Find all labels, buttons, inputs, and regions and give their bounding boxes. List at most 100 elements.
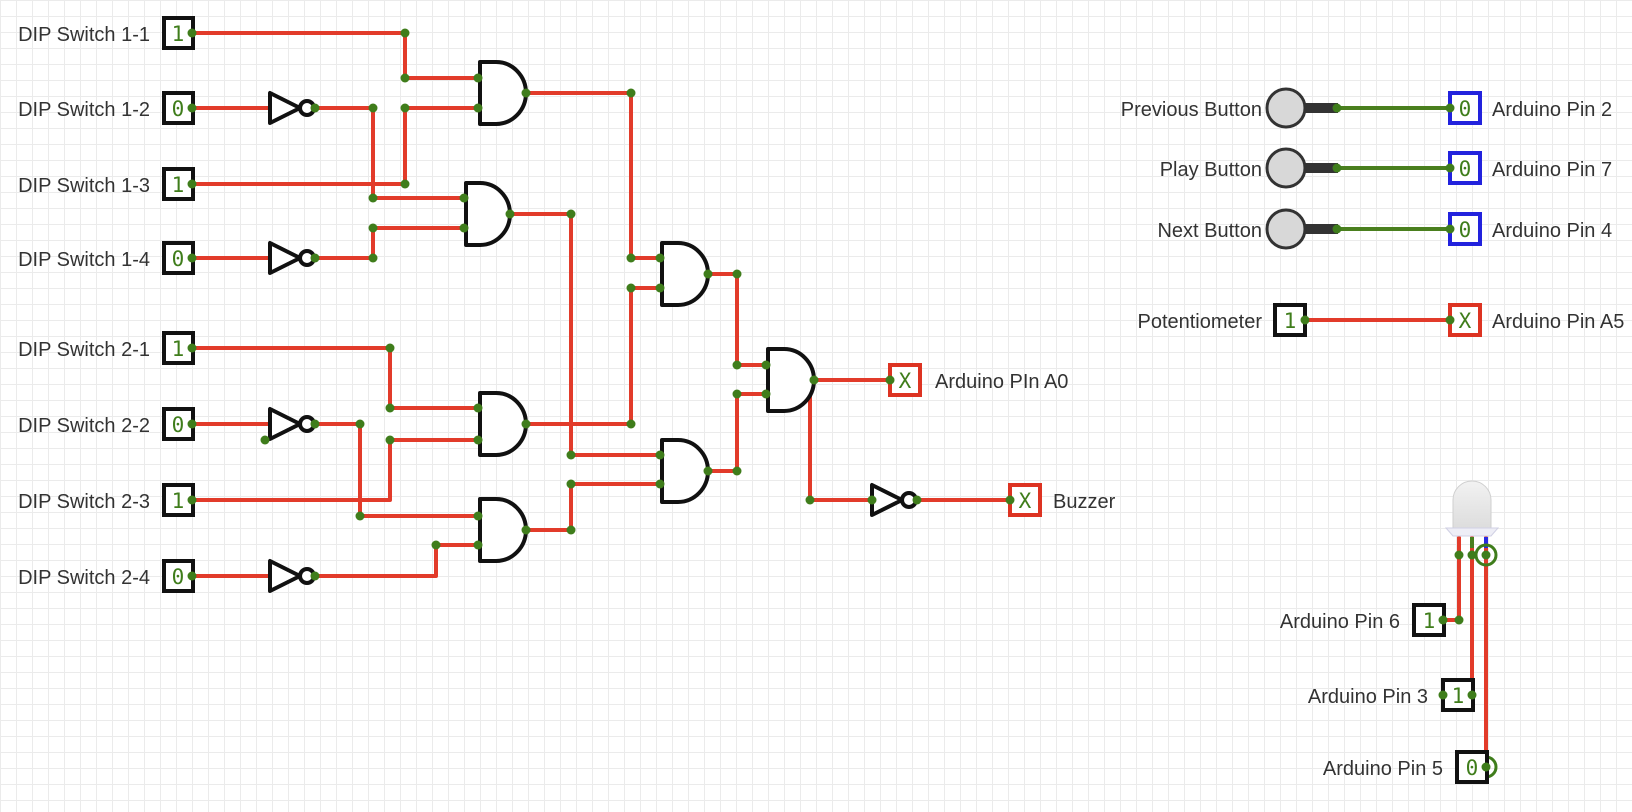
potentiometer-input[interactable]: 1: [1273, 303, 1307, 337]
pin-dot[interactable]: [400, 73, 410, 83]
wire[interactable]: [524, 286, 662, 426]
wire[interactable]: [508, 212, 662, 457]
pin-dot[interactable]: [187, 179, 197, 189]
pin-dot[interactable]: [385, 435, 395, 445]
push-button[interactable]: [1265, 87, 1338, 129]
pin-dot[interactable]: [368, 103, 378, 113]
pin-dot[interactable]: [473, 73, 483, 83]
pin-dot[interactable]: [1445, 315, 1455, 325]
pin-dot[interactable]: [187, 103, 197, 113]
pin-dot[interactable]: [1445, 224, 1455, 234]
pin-dot[interactable]: [703, 466, 713, 476]
pin-dot[interactable]: [355, 511, 365, 521]
wire[interactable]: [313, 106, 466, 200]
pin-dot[interactable]: [473, 403, 483, 413]
pin-dot[interactable]: [473, 435, 483, 445]
wire[interactable]: [190, 106, 480, 186]
pin-dot[interactable]: [310, 253, 320, 263]
pin-dot[interactable]: [187, 419, 197, 429]
push-button[interactable]: [1265, 147, 1338, 189]
wire[interactable]: [313, 543, 480, 578]
pin-dot[interactable]: [1005, 495, 1015, 505]
pin-dot[interactable]: [1445, 103, 1455, 113]
pin-dot[interactable]: [310, 419, 320, 429]
pin-dot[interactable]: [1332, 163, 1342, 173]
and-gate[interactable]: [660, 241, 710, 307]
wire[interactable]: [190, 438, 480, 502]
wire[interactable]: [706, 272, 768, 367]
pin-dot[interactable]: [732, 269, 742, 279]
pin-dot[interactable]: [187, 28, 197, 38]
pin-dot[interactable]: [655, 253, 665, 263]
not-gate[interactable]: [268, 91, 316, 125]
and-gate[interactable]: [660, 438, 710, 504]
dip-switch-1-4[interactable]: 0: [162, 241, 195, 275]
pin-dot[interactable]: [473, 103, 483, 113]
pin-dot[interactable]: [368, 193, 378, 203]
and-gate[interactable]: [478, 497, 528, 563]
pin-dot[interactable]: [732, 389, 742, 399]
pin-dot[interactable]: [1438, 690, 1448, 700]
pin-dot[interactable]: [187, 571, 197, 581]
dip-switch-2-3[interactable]: 1: [162, 483, 195, 517]
wire[interactable]: [706, 392, 768, 473]
pin-dot[interactable]: [260, 435, 270, 445]
pin-dot[interactable]: [187, 253, 197, 263]
pin-dot[interactable]: [761, 389, 771, 399]
pin-dot[interactable]: [310, 103, 320, 113]
not-gate[interactable]: [870, 483, 918, 517]
rgb-led[interactable]: [1444, 480, 1500, 779]
wire[interactable]: [808, 378, 874, 502]
pin-dot[interactable]: [566, 450, 576, 460]
pin-dot[interactable]: [459, 193, 469, 203]
pin-dot[interactable]: [355, 419, 365, 429]
pin-dot[interactable]: [385, 403, 395, 413]
pin-dot[interactable]: [761, 360, 771, 370]
pin-dot[interactable]: [655, 450, 665, 460]
dip-switch-2-2[interactable]: 0: [162, 407, 195, 441]
pin-dot[interactable]: [521, 88, 531, 98]
wire[interactable]: [524, 482, 662, 532]
pin-dot[interactable]: [187, 343, 197, 353]
pin-dot[interactable]: [885, 375, 895, 385]
pin-dot[interactable]: [431, 540, 441, 550]
arduino-pin-6-input[interactable]: 1: [1412, 603, 1446, 637]
wire[interactable]: [313, 422, 480, 518]
pin-dot[interactable]: [1454, 550, 1464, 560]
pin-dot[interactable]: [385, 343, 395, 353]
arduino-a0-output[interactable]: X: [888, 363, 922, 397]
pin-dot[interactable]: [626, 88, 636, 98]
pin-dot[interactable]: [809, 375, 819, 385]
pin-dot[interactable]: [655, 283, 665, 293]
pin-dot[interactable]: [867, 495, 877, 505]
arduino-pin-4-output[interactable]: 0: [1448, 212, 1482, 246]
pin-dot[interactable]: [368, 223, 378, 233]
not-gate[interactable]: [268, 559, 316, 593]
pin-dot[interactable]: [1300, 315, 1310, 325]
pin-dot[interactable]: [626, 419, 636, 429]
pin-dot[interactable]: [626, 283, 636, 293]
pin-dot[interactable]: [459, 223, 469, 233]
pin-dot[interactable]: [473, 540, 483, 550]
pin-dot[interactable]: [1481, 550, 1491, 560]
wire[interactable]: [313, 226, 466, 260]
pin-dot[interactable]: [1438, 615, 1448, 625]
wire[interactable]: [190, 346, 480, 410]
pin-dot[interactable]: [566, 479, 576, 489]
pin-dot[interactable]: [1445, 163, 1455, 173]
pin-dot[interactable]: [521, 419, 531, 429]
not-gate[interactable]: [268, 241, 316, 275]
dip-switch-2-1[interactable]: 1: [162, 331, 195, 365]
pin-dot[interactable]: [805, 495, 815, 505]
pin-dot[interactable]: [368, 253, 378, 263]
wire[interactable]: [524, 91, 662, 260]
pin-dot[interactable]: [521, 525, 531, 535]
pin-dot[interactable]: [400, 103, 410, 113]
pin-dot[interactable]: [732, 360, 742, 370]
pin-dot[interactable]: [912, 495, 922, 505]
pin-dot[interactable]: [400, 179, 410, 189]
pin-dot[interactable]: [310, 571, 320, 581]
and-gate[interactable]: [478, 60, 528, 126]
pin-dot[interactable]: [505, 209, 515, 219]
push-button[interactable]: [1265, 208, 1338, 250]
